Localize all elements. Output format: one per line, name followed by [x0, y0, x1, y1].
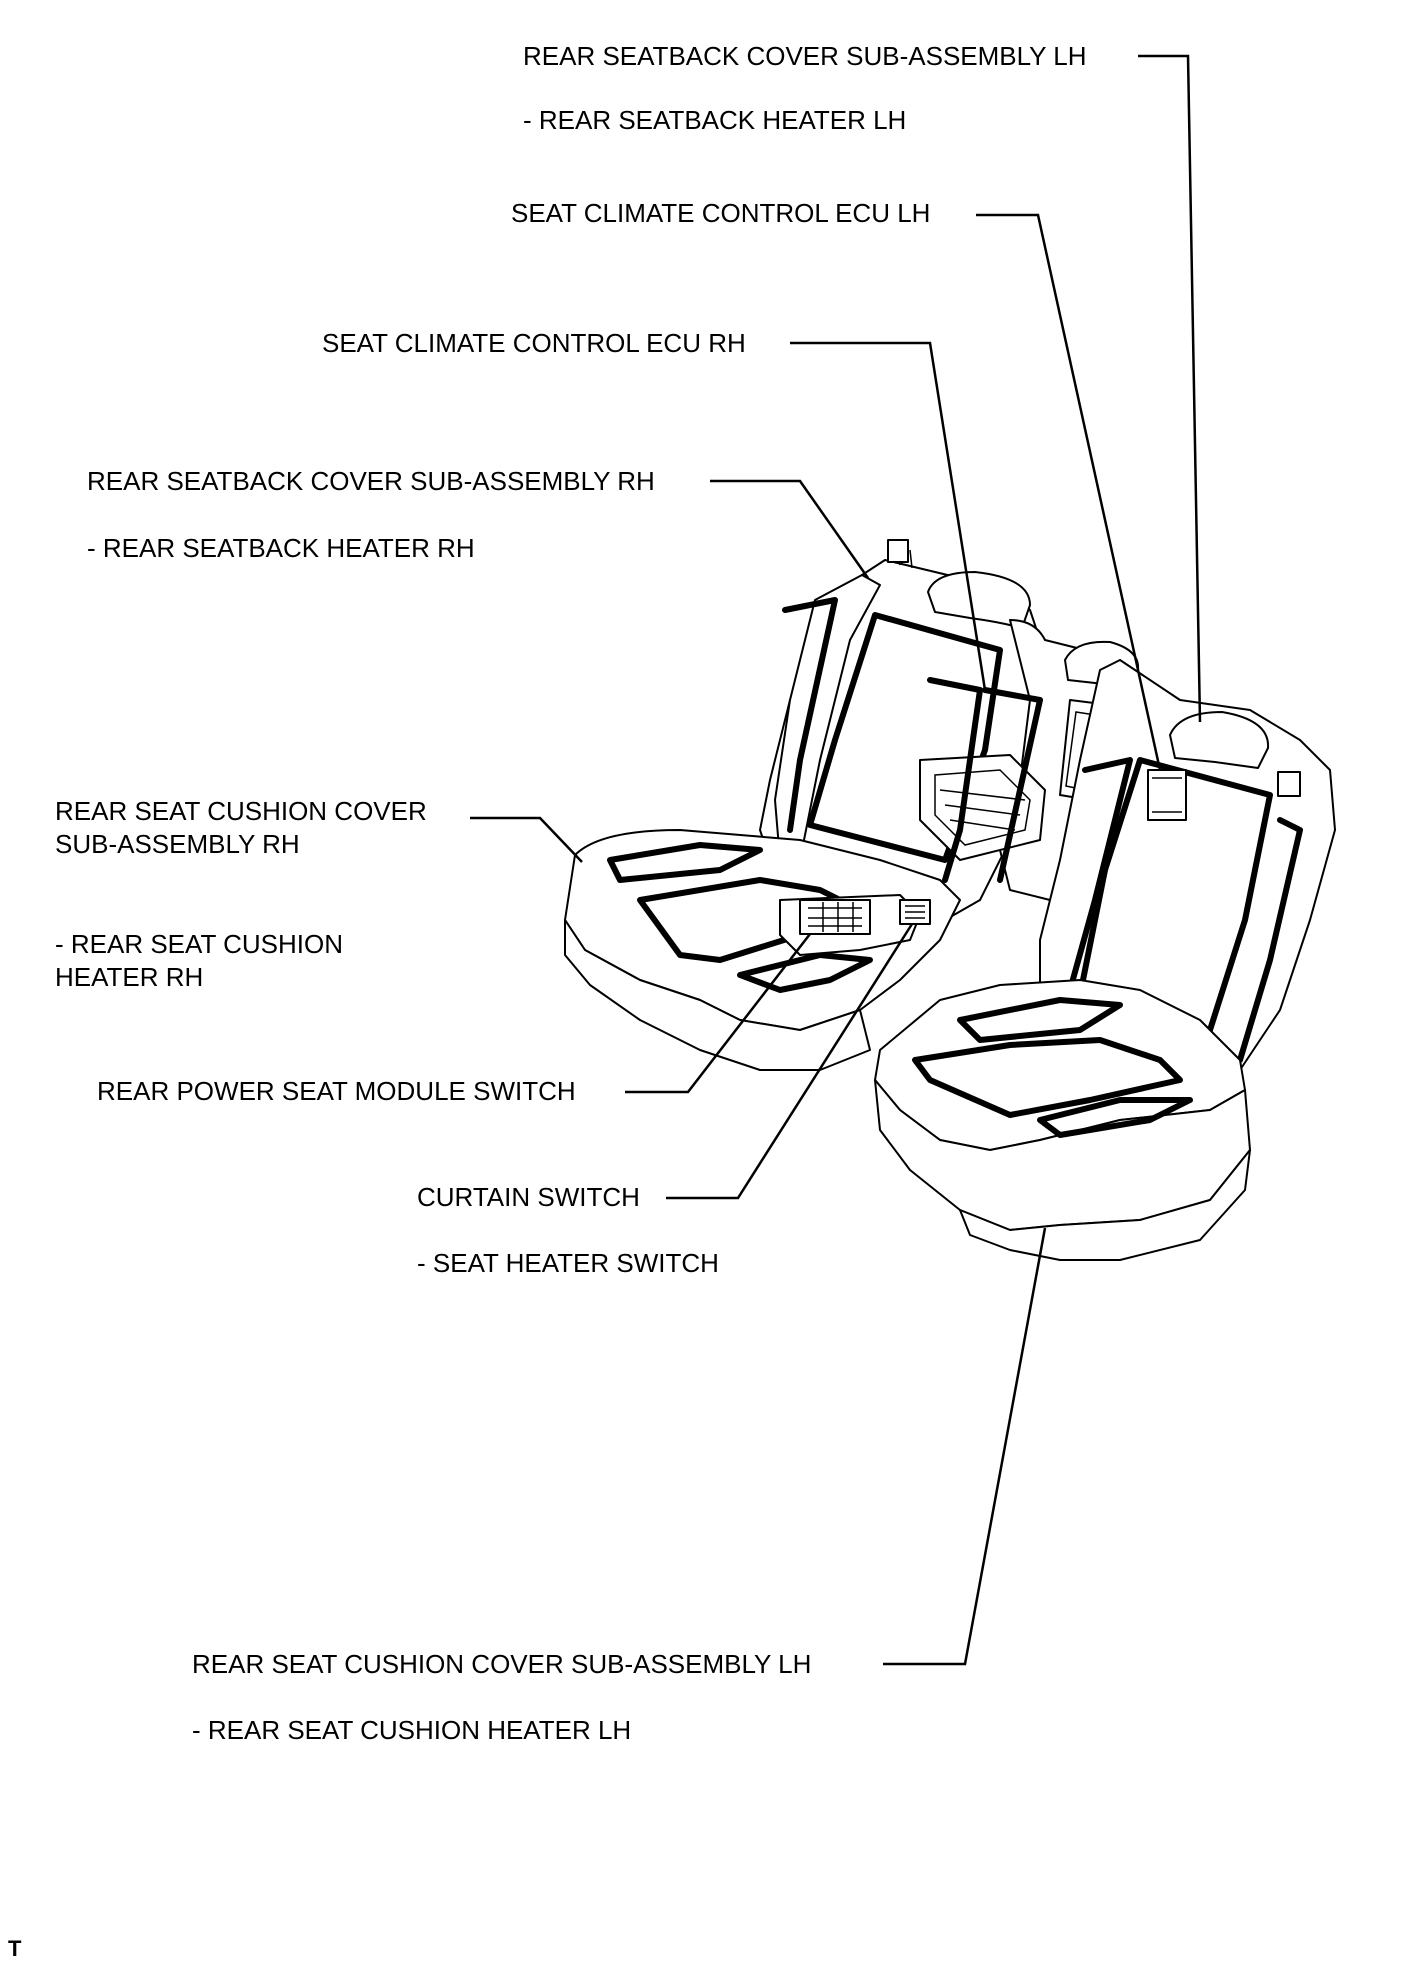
- rh-seatback-heater-strip: [782, 597, 838, 833]
- lh-seatback-heater-strip: [1067, 757, 1133, 993]
- label-cushion-cover-rh-line1: REAR SEAT CUSHION COVER: [55, 796, 427, 826]
- label-power-seat-switch: REAR POWER SEAT MODULE SWITCH: [97, 1076, 576, 1106]
- lh-headrest-cap: [1277, 771, 1301, 797]
- rh-seatback-bolster: [774, 574, 881, 861]
- leader-climate-ecu-rh: [790, 341, 987, 691]
- rh-headrest-cap: [887, 539, 909, 563]
- lh-headrest: [1169, 711, 1270, 769]
- rh-headrest: [927, 571, 1031, 629]
- leader-cushion-cover-rh: [470, 816, 583, 863]
- leader-lines: [470, 54, 1202, 1666]
- label-cushion-heater-rh-line1: - REAR SEAT CUSHION: [55, 929, 343, 959]
- label-climate-ecu-rh: SEAT CLIMATE CONTROL ECU RH: [322, 328, 746, 358]
- label-seatback-cover-lh: REAR SEATBACK COVER SUB-ASSEMBLY LH: [523, 41, 1087, 71]
- leader-seatback-cover-rh: [710, 479, 870, 579]
- label-cushion-cover-lh: REAR SEAT CUSHION COVER SUB-ASSEMBLY LH: [192, 1649, 812, 1679]
- power-seat-switch-grid: [808, 902, 862, 932]
- cushions: [564, 829, 1251, 1261]
- lh-cushion-heater-front: [1037, 1097, 1193, 1138]
- lh-seat-assembly: [1039, 659, 1336, 1081]
- rh-seatback-heater: [807, 612, 1003, 863]
- figure-code: T: [8, 1936, 22, 1961]
- label-seatback-cover-rh: REAR SEATBACK COVER SUB-ASSEMBLY RH: [87, 466, 655, 496]
- lh-cushion-heater-main: [912, 1037, 1183, 1118]
- rh-cushion-heater-rear: [607, 842, 763, 883]
- curtain-switch-detail: [905, 905, 925, 919]
- rh-cushion-heater-front: [737, 952, 873, 993]
- lh-seatback-side-heater: [1237, 817, 1303, 1063]
- leader-power-seat-switch: [625, 933, 811, 1094]
- lh-cushion-heater-rear: [957, 997, 1123, 1043]
- label-cushion-heater-rh-line2: HEATER RH: [55, 962, 204, 992]
- label-cushion-heater-lh: - REAR SEAT CUSHION HEATER LH: [192, 1715, 632, 1745]
- label-seatback-heater-rh: - REAR SEATBACK HEATER RH: [87, 533, 475, 563]
- power-seat-switch-box: [799, 899, 871, 935]
- armrest-rail-right: [982, 687, 1043, 883]
- armrest-frame: [919, 754, 1046, 861]
- climate-ecu-lh-detail: [1152, 777, 1182, 813]
- leader-curtain-switch: [666, 923, 914, 1200]
- armrest-rail-left: [927, 677, 983, 883]
- rh-cushion-front: [564, 919, 871, 1071]
- leader-climate-ecu-lh: [976, 213, 1162, 771]
- label-curtain-switch: CURTAIN SWITCH: [417, 1182, 640, 1212]
- armrest-frame-inner: [934, 769, 1031, 846]
- label-climate-ecu-lh: SEAT CLIMATE CONTROL ECU LH: [511, 198, 931, 228]
- lh-cushion-bottom: [959, 1149, 1251, 1261]
- leader-cushion-cover-lh: [883, 1227, 1047, 1666]
- label-cushion-cover-rh-line2: SUB-ASSEMBLY RH: [55, 829, 300, 859]
- leader-seatback-cover-lh: [1138, 54, 1202, 723]
- label-seatback-heater-lh: - REAR SEATBACK HEATER LH: [523, 105, 907, 135]
- label-seat-heater-switch: - SEAT HEATER SWITCH: [417, 1248, 719, 1278]
